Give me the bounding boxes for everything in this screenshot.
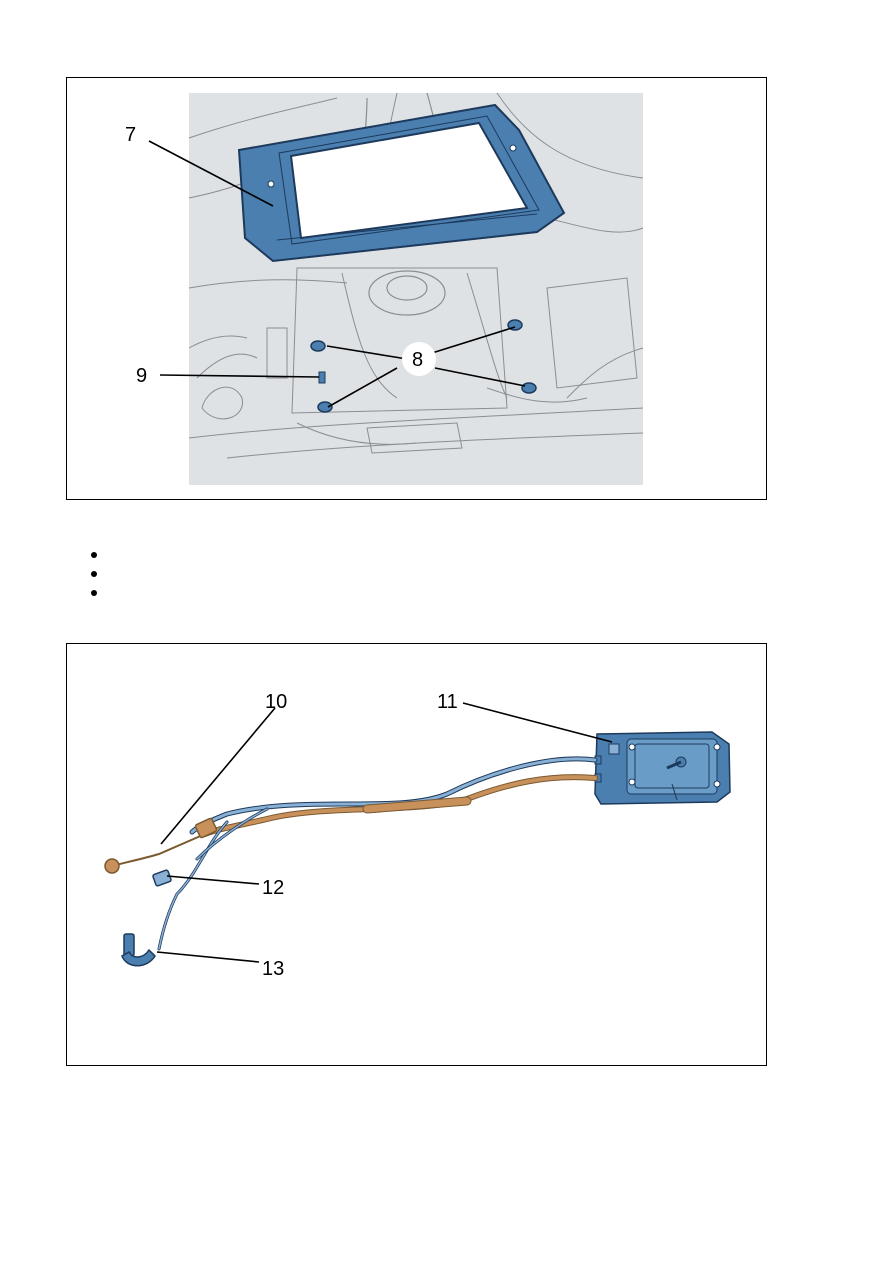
nut-part-8-group bbox=[310, 319, 537, 413]
clip-part-9 bbox=[318, 371, 326, 384]
callout-7: 7 bbox=[125, 124, 136, 146]
callout-8-background bbox=[402, 342, 436, 376]
cable-adjuster bbox=[194, 817, 218, 839]
shift-control-unit-part-11 bbox=[594, 731, 731, 805]
callout-12: 12 bbox=[262, 877, 284, 899]
callout-9: 9 bbox=[136, 365, 147, 387]
figure-2-frame: 10 11 12 13 bbox=[66, 643, 767, 1066]
figure-1-frame: 7 8 9 bbox=[66, 77, 767, 500]
callout-11: 11 bbox=[437, 691, 458, 713]
figure-1-illustration: 7 8 9 bbox=[125, 92, 644, 485]
sensor-part-13 bbox=[121, 933, 156, 967]
shift-cables bbox=[111, 756, 598, 951]
callout-13: 13 bbox=[262, 958, 284, 980]
callout-10: 10 bbox=[265, 691, 287, 713]
gaiter-frame-part-7 bbox=[237, 103, 566, 263]
scene-linework bbox=[188, 92, 644, 459]
leader-lines-figure-2 bbox=[156, 702, 613, 963]
leader-lines-figure-1 bbox=[148, 140, 526, 408]
figure-2-illustration: 10 11 12 13 bbox=[104, 691, 731, 980]
callout-8: 8 bbox=[412, 349, 423, 371]
connector-part-12 bbox=[152, 869, 172, 887]
cable-end-ball bbox=[104, 858, 120, 874]
